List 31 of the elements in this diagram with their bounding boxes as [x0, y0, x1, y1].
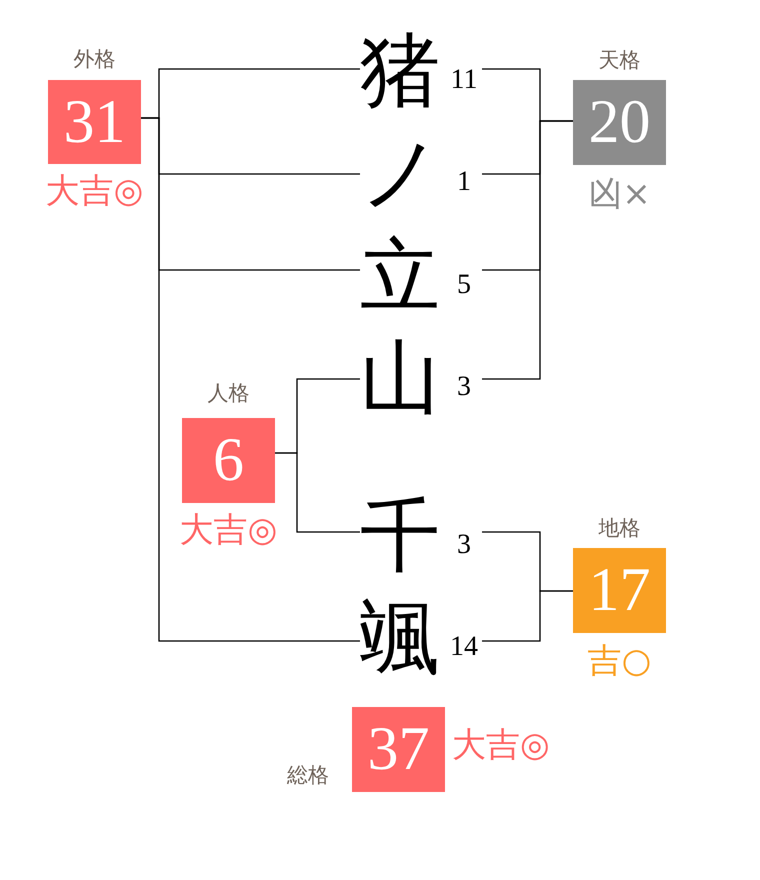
- score-tile: 20: [573, 80, 666, 165]
- heading-label: 外格: [74, 47, 116, 71]
- connector-line: [275, 452, 360, 533]
- score-tile: 6: [182, 418, 275, 503]
- kanji-character: 猪: [360, 29, 440, 113]
- kanji-character: 千: [360, 494, 440, 578]
- score-tile: 37: [352, 707, 445, 792]
- kanji-character: 立: [360, 234, 440, 318]
- connector-line: [141, 117, 360, 642]
- stroke-count: 3: [457, 529, 471, 561]
- score-tile: 31: [48, 80, 141, 164]
- heading-label: 天格: [598, 48, 640, 72]
- kanji-character: 山: [360, 336, 440, 420]
- heading-label: 人格: [208, 381, 250, 405]
- fortune-label: 凶×: [588, 174, 651, 214]
- stroke-count: 5: [457, 269, 471, 301]
- fortune-label: 大吉◎: [180, 510, 278, 550]
- stroke-count: 1: [457, 166, 471, 198]
- score-tile: 17: [573, 548, 666, 633]
- fortune-label: 大吉◎: [46, 171, 144, 211]
- kanji-character: 颯: [360, 596, 440, 680]
- kanji-character: ノ: [360, 131, 442, 215]
- fortune-label: 大吉◎: [452, 725, 550, 765]
- stroke-count: 14: [450, 631, 478, 663]
- heading-label: 総格: [287, 763, 329, 787]
- connector-line: [482, 120, 573, 380]
- stroke-count: 3: [457, 371, 471, 403]
- fortune-label: 吉○: [588, 641, 652, 681]
- stroke-count: 11: [450, 64, 478, 96]
- connector-line: [482, 590, 573, 642]
- heading-label: 地格: [598, 516, 640, 540]
